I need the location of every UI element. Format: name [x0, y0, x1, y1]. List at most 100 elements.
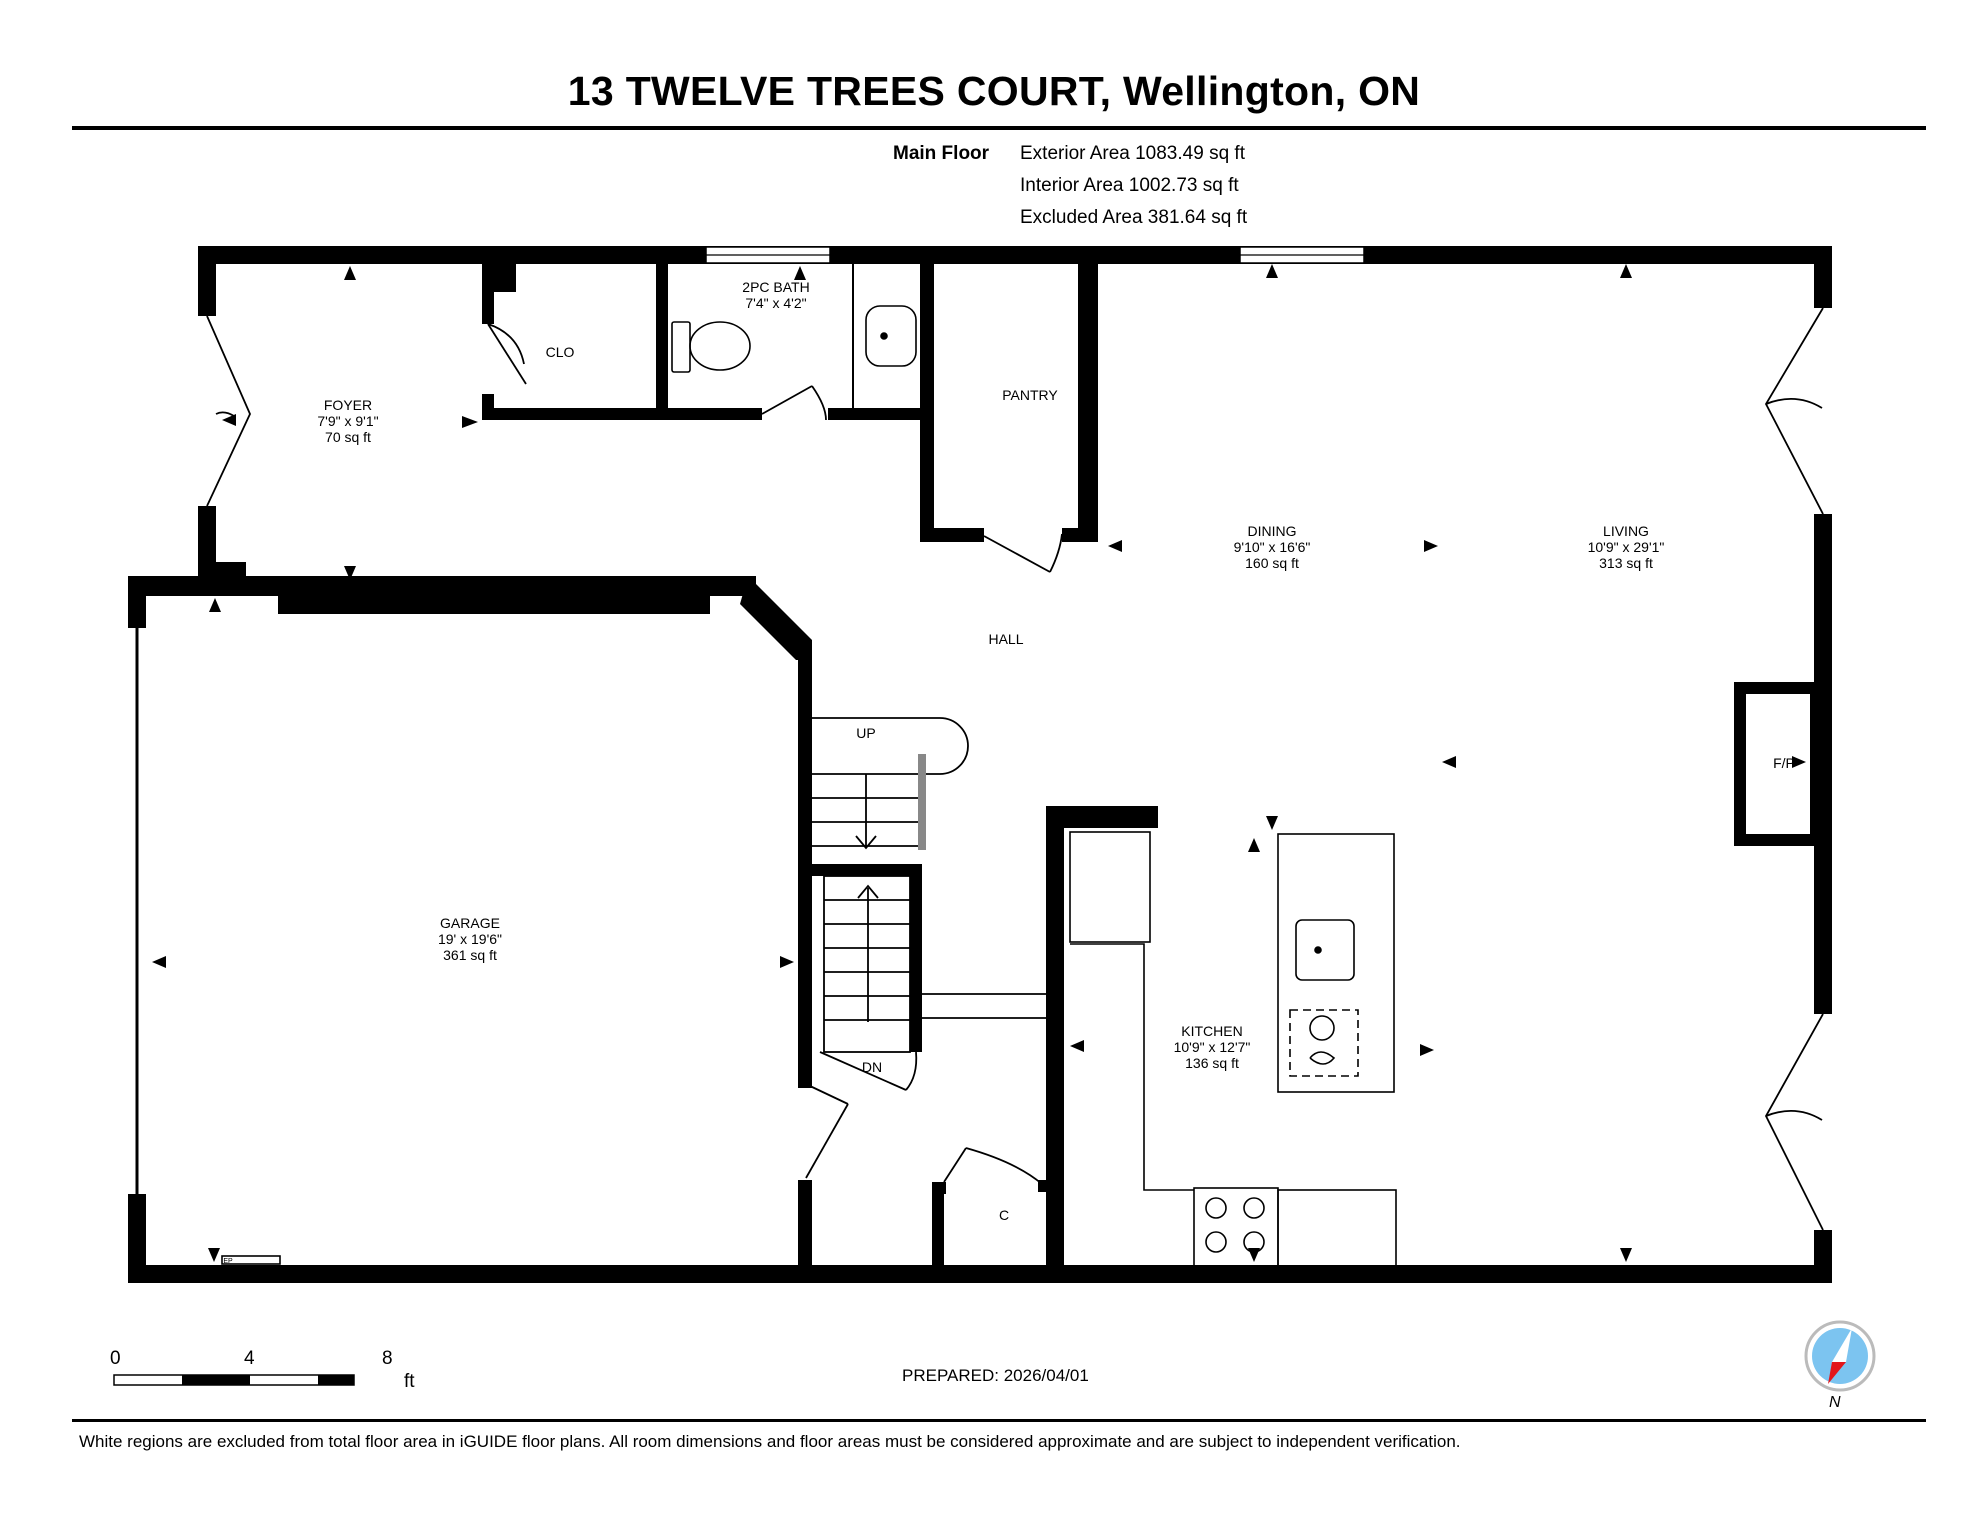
fireplace-label: F/P: [1773, 755, 1795, 771]
pantry-name: PANTRY: [1002, 387, 1058, 403]
arrow-3: [462, 416, 478, 428]
excluded-area: Excluded Area 381.64 sq ft: [1020, 207, 1248, 228]
wall-stair-mid: [798, 864, 922, 876]
stairs: [812, 717, 1046, 1053]
bath-sink: [865, 305, 917, 367]
arrow-14: [152, 956, 166, 968]
dining-area: 160 sq ft: [1245, 555, 1299, 571]
door-foyer-left: [206, 315, 251, 507]
kitchen-dims: 10'9" x 12'7": [1174, 1039, 1251, 1055]
burner-3: [1205, 1231, 1227, 1253]
arrow-6: [794, 266, 806, 280]
door-pantry: [983, 535, 1051, 573]
arrow-8: [1620, 264, 1632, 278]
wall-clo-bottom: [482, 408, 762, 420]
arrow-20: [208, 1248, 220, 1262]
fridge: [1069, 831, 1151, 943]
door-garage: [809, 1085, 849, 1105]
stairs-down-label: DN: [862, 1059, 882, 1075]
wall-garage-top-thick: [278, 576, 710, 614]
door-clo: [487, 323, 527, 385]
coat-closet-name: C: [999, 1207, 1009, 1223]
garage-area: 361 sq ft: [443, 947, 497, 963]
door-living-lower: [1764, 1013, 1824, 1231]
arrow-12: [1266, 816, 1278, 830]
wall-coat-left: [932, 1182, 944, 1278]
scale-bar: [113, 1374, 355, 1386]
arrow-18: [1620, 1248, 1632, 1262]
cooktop-burner-2: [1309, 1051, 1336, 1065]
scale-bar-seg-2: [318, 1375, 354, 1385]
door-garage-leaf: [805, 1103, 849, 1179]
kitchen-counter: [1070, 943, 1194, 1191]
dining-name: DINING: [1248, 523, 1297, 539]
floor-label: Main Floor: [893, 143, 990, 164]
door-foyer-swing: [215, 411, 235, 417]
compass: [1804, 1320, 1876, 1392]
door-bath-swing: [811, 385, 827, 421]
compass-needle: [1828, 1362, 1846, 1384]
plan-title: 13 TWELVE TREES COURT, Wellington, ON: [567, 68, 1421, 114]
wall-bottom: [128, 1265, 1832, 1283]
arrow-17: [1420, 1044, 1434, 1056]
toilet-tank: [671, 321, 691, 373]
toilet-bowl: [689, 321, 751, 371]
range: [1193, 1187, 1279, 1267]
bath-dims: 7'4" x 4'2": [745, 295, 806, 311]
stair-handrail: [918, 754, 926, 850]
garage-dims: 19' x 19'6": [438, 931, 502, 947]
footer-note: White regions are excluded from total fl…: [79, 1432, 1461, 1451]
door-living-lower-swing: [1765, 1110, 1823, 1121]
dining-dims: 9'10" x 16'6": [1234, 539, 1311, 555]
compass-north-label: N: [1829, 1394, 1841, 1411]
stair-arrowhead-up: [857, 884, 879, 899]
living-area: 313 sq ft: [1599, 555, 1653, 571]
fixtures: [221, 305, 1397, 1267]
wall-foyer-left-1: [198, 246, 216, 316]
kitchen-area: 136 sq ft: [1185, 1055, 1239, 1071]
island-sink: [1295, 919, 1355, 981]
arrow-10: [1424, 540, 1438, 552]
wall-pantry-left: [920, 262, 934, 542]
foyer-dims: 7'9" x 9'1": [317, 413, 378, 429]
door-clo-swing: [487, 323, 525, 365]
burner-1: [1205, 1197, 1227, 1219]
wall-clo-right: [656, 262, 668, 420]
door-coat-swing: [965, 1147, 1043, 1185]
scale-tick-4: 4: [244, 1348, 255, 1369]
arrow-7: [1266, 264, 1278, 278]
arrow-11: [1442, 756, 1456, 768]
wall-clo-left: [482, 262, 494, 324]
room-labels: FOYER 7'9" x 9'1" 70 sq ft CLO 2PC BATH …: [223, 279, 1795, 1265]
stair-landing: [812, 717, 969, 775]
wall-coat-left-cap: [932, 1182, 946, 1194]
door-pantry-swing: [1049, 533, 1063, 573]
interior-area: Interior Area 1002.73 sq ft: [1020, 175, 1239, 196]
arrow-13: [1248, 838, 1260, 852]
wall-kitchen-left: [1046, 806, 1064, 1276]
compass-needle-back: [1832, 1328, 1852, 1362]
prepared-date: PREPARED: 2026/04/01: [902, 1366, 1089, 1385]
foyer-area: 70 sq ft: [325, 429, 371, 445]
cooktop-burner-1: [1309, 1015, 1335, 1041]
wall-top: [198, 246, 1832, 264]
kitchen-island: [1277, 833, 1395, 1093]
arrow-4: [222, 414, 236, 426]
garage-name: GARAGE: [440, 915, 500, 931]
side-counter: [1277, 1189, 1397, 1267]
footer-rule: [72, 1419, 1926, 1422]
foyer-name: FOYER: [324, 397, 372, 413]
wall-pantry-bottom-right: [1062, 528, 1098, 542]
electric-panel: [221, 1255, 281, 1265]
hall-name: HALL: [988, 631, 1023, 647]
arrow-19: [1248, 1248, 1260, 1262]
stair-arrowhead-down: [855, 835, 877, 850]
wall-right-1: [1814, 246, 1832, 308]
dimension-arrows: [152, 264, 1806, 1262]
panel-label: EP: [223, 1258, 233, 1265]
doors: [206, 307, 1824, 1231]
header-rule: [72, 126, 1926, 130]
arrow-5: [209, 598, 221, 612]
wall-garage-angle: [740, 576, 812, 660]
arrow-21: [1792, 756, 1806, 768]
